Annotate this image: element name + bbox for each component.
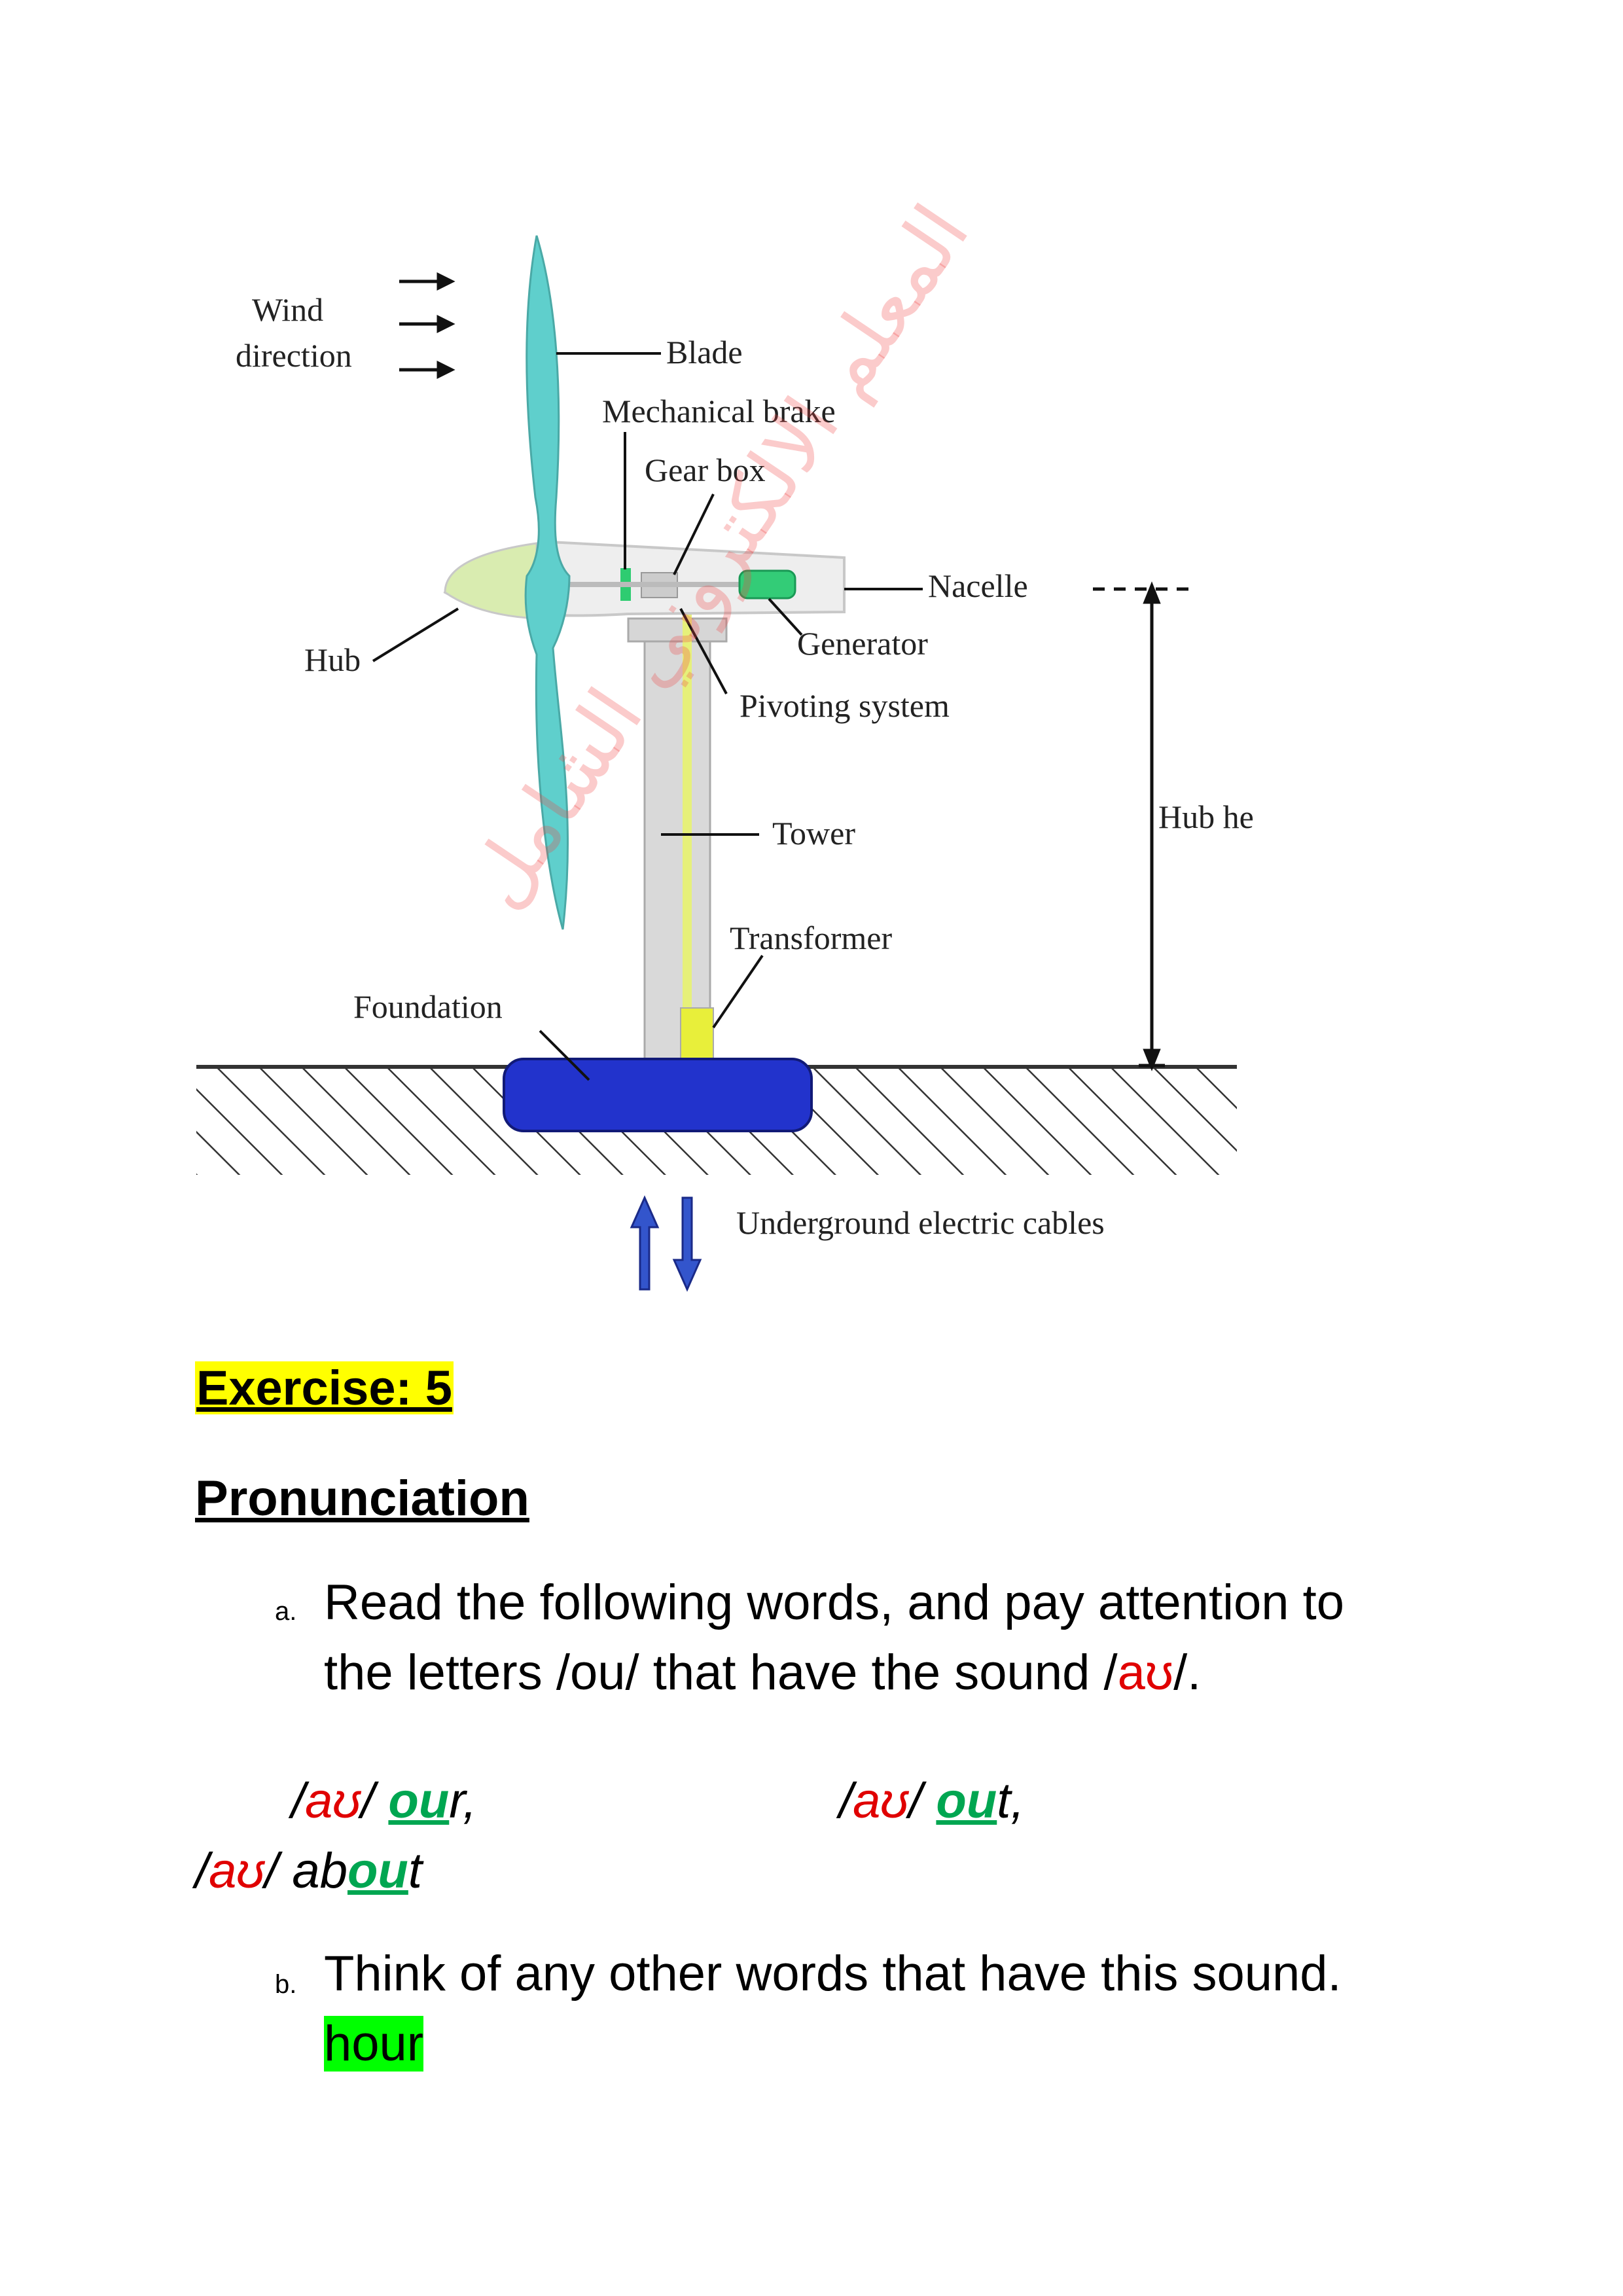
label-mechanical-brake: Mechanical brake [602,393,836,429]
generator [738,569,796,600]
item-b-line1: Think of any other words that have this … [324,1946,1342,2001]
item-a-line2-start: the letters /ou/ that have the sound / [324,1645,1118,1700]
word-about: /aʊ/ about [195,1843,422,1899]
wind-turbine-diagram: Wind direction Blade Mechanical brake Ge… [196,235,1254,1292]
label-nacelle: Nacelle [928,567,1028,604]
label-pivoting-system: Pivoting system [740,687,950,724]
item-b-text: Think of any other words that have this … [324,1939,1502,2079]
tower-top [627,617,728,643]
item-a-line2: the letters /ou/ that have the sound /aʊ… [324,1638,1502,1708]
wind-arrows [399,272,455,380]
item-a-line1: Read the following words, and pay attent… [324,1575,1345,1630]
foundation [503,1058,813,1132]
transformer-box [680,1007,714,1067]
hub-height-dimension [1093,581,1191,1071]
label-foundation: Foundation [353,988,503,1025]
label-generator: Generator [797,625,928,662]
item-a-sound: aʊ [1117,1645,1174,1700]
tower [643,624,711,1071]
exercise-title: Exercise: 5 [195,1361,454,1415]
label-wind: Wind [252,291,323,328]
item-b-marker: b. [275,1970,297,1999]
label-gear-box: Gear box [645,452,766,488]
item-a-marker: a. [275,1597,297,1626]
item-a-line2-end: /. [1173,1645,1202,1700]
leader-lines [372,352,923,1081]
word-our: /aʊ/ our, [291,1773,477,1829]
label-tower: Tower [772,815,855,852]
label-transformer: Transformer [730,920,892,956]
label-direction: direction [236,337,352,374]
hub [444,542,538,620]
answer-hour: hour [324,2016,424,2072]
cable-arrows [630,1195,702,1292]
label-underground-cables: Underground electric cables [736,1204,1105,1241]
word-out: /aʊ/ out, [839,1773,1025,1829]
item-a-text: Read the following words, and pay attent… [324,1568,1502,1708]
label-hub-height: Hub he [1158,798,1254,835]
label-blade: Blade [666,334,743,370]
section-title: Pronunciation [195,1471,529,1526]
blade [524,235,571,930]
label-hub: Hub [304,641,361,678]
